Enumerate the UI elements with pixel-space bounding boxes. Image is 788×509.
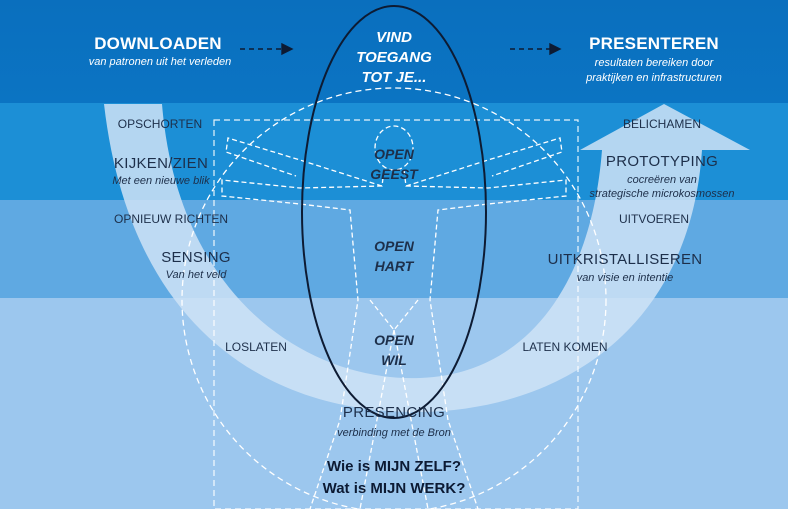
downloaden-title: DOWNLOADEN — [94, 34, 222, 53]
central-oval — [301, 5, 487, 419]
opnieuw-richten-label: OPNIEUW RICHTEN — [114, 212, 228, 226]
presencing-label: PRESENCING — [342, 404, 446, 421]
dashed-circle — [181, 87, 607, 509]
band-downloading — [0, 0, 788, 103]
downloaden-subtitle: van patronen uit het verleden — [88, 56, 232, 68]
loslaten-label: LOSLATEN — [225, 340, 287, 354]
vind-toegang-text: VIND TOEGANG TOT JE... — [356, 29, 432, 86]
kijken-zien-label: KIJKEN/ZIEN — [113, 155, 209, 172]
open-geest-label: OPEN GEEST — [370, 146, 418, 182]
prototyping-subtitle: cocreëren van strategische microkosmosse… — [589, 174, 735, 200]
laten-komen-label: LATEN KOMEN — [522, 340, 608, 354]
kijken-zien-subtitle: Met een nieuwe blik — [112, 175, 210, 187]
dashed-arrow-right — [510, 42, 562, 56]
human-figure — [221, 125, 567, 509]
question-werk: Wat is MIJN WERK? — [322, 480, 466, 497]
question-zelf: Wie is MIJN ZELF? — [326, 458, 462, 475]
uitkristalliseren-label: UITKRISTALLISEREN — [547, 251, 703, 268]
prototyping-label: PROTOTYPING — [605, 153, 719, 170]
presencing-subtitle: verbinding met de Bron — [337, 427, 451, 439]
opschorten-label: OPSCHORTEN — [117, 117, 203, 131]
u-arrow — [104, 104, 750, 413]
belichamen-label: BELICHAMEN — [622, 117, 702, 131]
presenteren-subtitle: resultaten bereiken door praktijken en i… — [586, 57, 722, 84]
uitvoeren-label: UITVOEREN — [618, 212, 689, 226]
sensing-subtitle: Van het veld — [165, 269, 227, 281]
dashed-arrow-left — [240, 42, 294, 56]
uitkristalliseren-subtitle: van visie en intentie — [576, 272, 674, 284]
open-hart-label: OPEN HART — [374, 238, 414, 274]
sensing-label: SENSING — [161, 249, 231, 266]
presenteren-title: PRESENTEREN — [589, 34, 719, 53]
dashed-square — [213, 119, 579, 509]
open-wil-label: OPEN WIL — [374, 332, 414, 368]
